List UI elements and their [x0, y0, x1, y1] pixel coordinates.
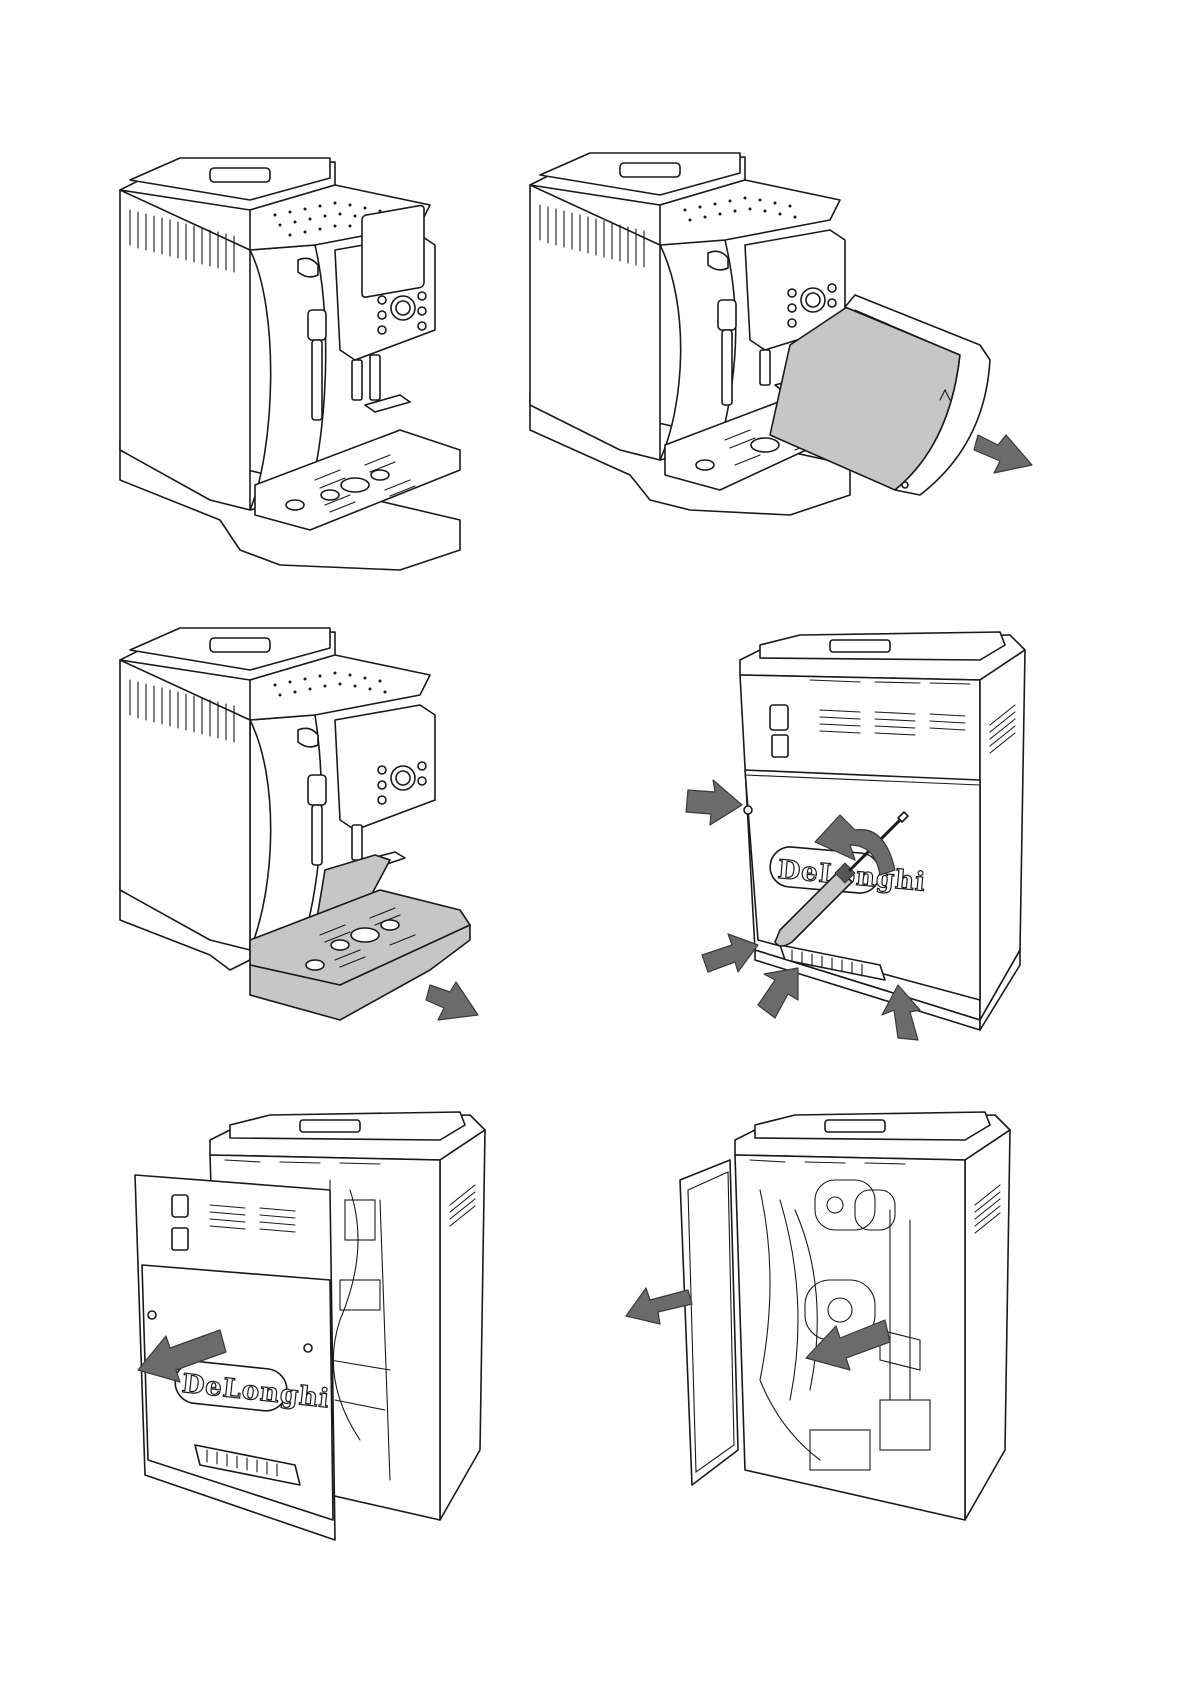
- machine-open: [735, 1112, 1010, 1520]
- pull-out-arrow-icon: [426, 982, 478, 1020]
- pull-out-arrow-icon: [974, 435, 1032, 473]
- step-5-detach-rear-panel: DeLonghi: [130, 1100, 530, 1560]
- side-door-open: [680, 1160, 738, 1485]
- step-3-remove-drip-tray: [100, 620, 520, 1040]
- machine-body: [120, 158, 460, 570]
- step-2-remove-side-panel: [520, 145, 1040, 565]
- step-1-machine-front: [100, 150, 500, 610]
- step-6-open-internals: [620, 1100, 1100, 1560]
- step-4-unscrew-rear-panel: DeLonghi: [680, 620, 1120, 1050]
